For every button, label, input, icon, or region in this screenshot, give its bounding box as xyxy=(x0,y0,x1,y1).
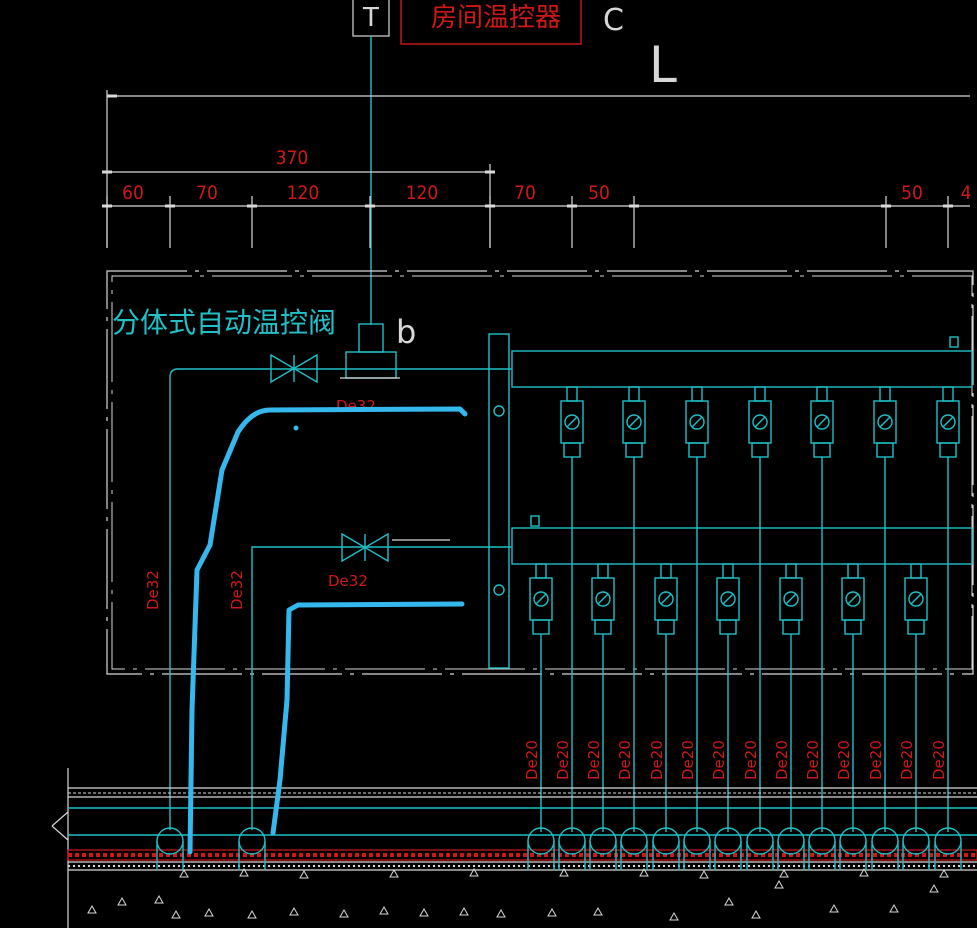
dim-segment: 50 xyxy=(901,182,923,204)
dim-segment: 120 xyxy=(406,182,439,204)
manifold-bars xyxy=(488,333,973,669)
thermostat-symbol: T xyxy=(362,3,379,33)
branch-size: De20 xyxy=(835,740,853,780)
return-branch-valves xyxy=(529,563,928,635)
branch-size: De20 xyxy=(867,740,885,780)
dim-segment: 70 xyxy=(514,182,536,204)
riser-right-size: De32 xyxy=(228,570,246,610)
branch-size: De20 xyxy=(585,740,603,780)
branch-size: De20 xyxy=(742,740,760,780)
annotation-strokes xyxy=(187,406,468,855)
supply-main-size: De32 xyxy=(336,397,376,415)
branch-size: De20 xyxy=(616,740,634,780)
thermostat-label: 房间温控器 xyxy=(431,3,561,33)
room-thermostat: T 房间温控器 xyxy=(352,0,582,325)
branch-size: De20 xyxy=(679,740,697,780)
branch-pipes xyxy=(540,457,949,832)
dim-segment: 70 xyxy=(196,182,218,204)
branch-size: De20 xyxy=(554,740,572,780)
branch-labels: De20 De20 De20 De20 De20 De20 De20 De20 De20 De20… xyxy=(523,740,948,780)
dim-segment: 4 xyxy=(961,182,972,204)
branch-size: De20 xyxy=(898,740,916,780)
callout-b: b xyxy=(396,313,416,351)
branch-size: De20 xyxy=(523,740,541,780)
dim-segment: 60 xyxy=(122,182,144,204)
callout-c: C xyxy=(603,3,624,38)
valve-label: 分体式自动温控阀 xyxy=(112,306,336,339)
supply-branch-valves xyxy=(560,386,960,458)
dim-segment: 50 xyxy=(588,182,610,204)
riser-left-size: De32 xyxy=(144,570,162,610)
callout-l: L xyxy=(649,36,677,94)
dim-total: 370 xyxy=(276,147,309,169)
branch-size: De20 xyxy=(804,740,822,780)
branch-size: De20 xyxy=(930,740,948,780)
manifold-box xyxy=(106,270,974,675)
branch-size: De20 xyxy=(773,740,791,780)
supply-main: De32 xyxy=(169,323,512,830)
return-main: De32 xyxy=(251,532,512,830)
floor-slab xyxy=(51,768,977,928)
dim-segment: 120 xyxy=(287,182,320,204)
dimension-lines: 370 60 70 120 120 70 50 50 4 xyxy=(102,90,971,248)
return-main-size: De32 xyxy=(328,572,368,590)
branch-size: De20 xyxy=(648,740,666,780)
branch-size: De20 xyxy=(710,740,728,780)
